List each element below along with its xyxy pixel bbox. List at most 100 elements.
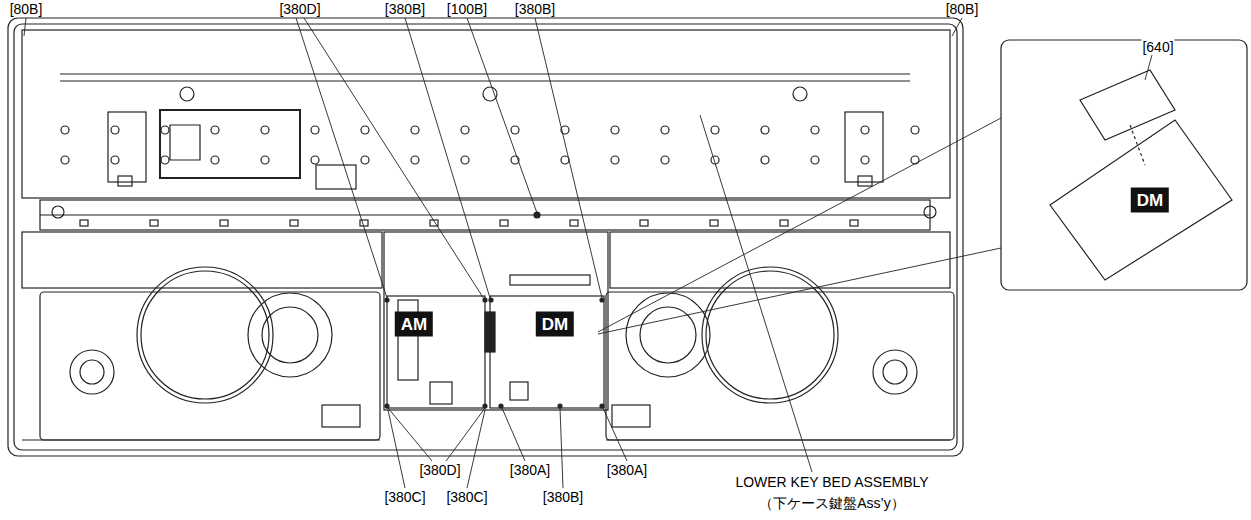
drawing-part [873,350,917,394]
callout-number: [80B] [945,1,980,17]
callout-number: [380C] [445,489,488,505]
drawing-part [385,404,389,408]
drawing-part [108,112,146,182]
drawing-part [611,156,619,164]
drawing-part [111,126,119,134]
drawing-part [150,220,158,226]
drawing-part [430,382,452,404]
callout-number: [80B] [9,1,44,17]
drawing-part [499,404,503,408]
callout-number: [380A] [509,462,551,478]
drawing-part [388,410,405,488]
drawing-part [861,126,869,134]
drawing-part [883,360,907,384]
drawing-part [710,220,718,226]
drawing-part [311,156,319,164]
callout-number: [380B] [384,1,426,17]
drawing-part [111,156,119,164]
drawing-part [510,382,528,400]
callout-number: [380C] [383,489,426,505]
drawing-part [8,18,963,456]
drawing-part [600,298,604,302]
drawing-part [384,232,608,410]
drawing-part [118,176,132,186]
board-tag: DM [1131,188,1169,213]
drawing-part [603,408,627,461]
drawing-part [61,156,69,164]
drawing-part [80,360,104,384]
drawing-part [558,404,562,408]
drawing-part [40,214,930,215]
drawing-part [1080,70,1175,140]
drawing-part [22,439,950,440]
part-name: LOWER KEY BED ASSEMBLY [734,474,929,490]
drawing-part [290,220,298,226]
drawing-part [500,220,508,226]
drawing-part [211,156,219,164]
drawing-part [180,87,194,101]
drawing-part [385,298,389,302]
drawing-part [661,126,669,134]
drawing-part [461,156,469,164]
drawing-part [1001,40,1247,290]
drawing-part [1050,120,1232,280]
drawing-part [296,18,387,298]
drawing-part [61,126,69,134]
callout-number: [380B] [514,1,556,17]
drawing-part [461,126,469,134]
drawing-part [70,350,114,394]
drawing-part [700,115,812,472]
drawing-part [52,206,64,218]
callout-number: [380A] [606,462,648,478]
drawing-part [511,126,519,134]
drawing-part [598,118,1001,332]
drawing-part [560,408,563,488]
drawing-part [360,220,368,226]
drawing-part [411,156,419,164]
drawing-part [24,18,1001,488]
drawing-part [467,18,537,213]
drawing-part [811,156,819,164]
drawing-part [811,126,819,134]
drawing-part [661,156,669,164]
drawing-part [467,410,485,488]
drawing-part [1145,55,1152,80]
drawing-part [924,206,936,218]
drawing-part [61,126,919,164]
drawing-part [388,408,432,461]
drawing-part [761,126,769,134]
drawing-part [485,312,495,352]
drawing-part [640,307,696,363]
drawing-part [626,293,710,377]
drawing-part [22,232,382,288]
drawing-part [845,112,883,182]
drawing-part [60,80,910,81]
drawing-part [361,126,369,134]
drawing-part [502,408,525,461]
drawing-part [610,232,950,288]
drawing-part [322,405,360,427]
drawing-part [858,176,872,186]
drawing-part [761,156,769,164]
drawing-part [611,126,619,134]
drawing-part [490,296,604,408]
board-tag: AM [395,312,433,337]
drawing-part [161,156,169,164]
drawing-part [952,18,962,36]
drawing-part [561,156,569,164]
drawing-part [711,126,719,134]
drawing-part [570,220,578,226]
drawing-part [361,156,369,164]
drawing-part [211,126,219,134]
drawing-part [80,220,88,226]
drawing-part [261,156,269,164]
drawing-part [60,73,910,74]
drawing-part [387,296,485,408]
drawing-part [535,18,602,298]
drawing-part [911,126,919,134]
drawing-part [510,275,590,285]
drawing-part [311,126,319,134]
board-tag: DM [536,312,574,337]
